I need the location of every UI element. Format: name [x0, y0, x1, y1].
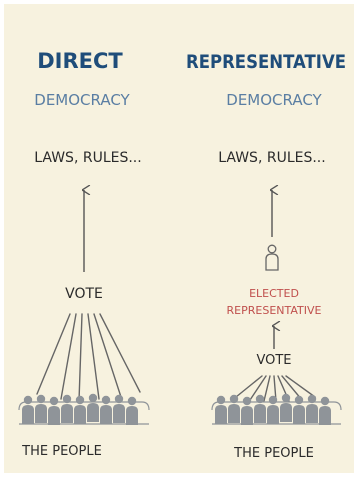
- democracy-diagram: DIRECT DEMOCRACY LAWS, RULES... VOTE THE…: [18, 49, 346, 461]
- direct-subheading: DEMOCRACY: [34, 91, 130, 109]
- elected-label-line1: ELECTED: [249, 287, 299, 300]
- direct-heading: DIRECT: [37, 49, 123, 73]
- diagram-panel: DIRECT DEMOCRACY LAWS, RULES... VOTE THE…: [4, 4, 354, 473]
- direct-crowd-icon: [18, 393, 150, 425]
- representative-crowd-icon: [211, 393, 342, 425]
- direct-laws-label: LAWS, RULES...: [34, 150, 141, 166]
- representative-subheading: DEMOCRACY: [226, 91, 322, 109]
- representative-heading: REPRESENTATIVE: [186, 51, 346, 73]
- direct-people-label: THE PEOPLE: [21, 444, 102, 459]
- elected-label-line2: REPRESENTATIVE: [227, 304, 322, 317]
- representative-laws-label: LAWS, RULES...: [218, 150, 325, 166]
- representative-person-icon: [265, 244, 279, 271]
- direct-vote-label: VOTE: [65, 286, 103, 302]
- representative-people-label: THE PEOPLE: [233, 446, 314, 461]
- direct-vote-lines: [36, 313, 141, 402]
- representative-vote-label: VOTE: [256, 353, 291, 368]
